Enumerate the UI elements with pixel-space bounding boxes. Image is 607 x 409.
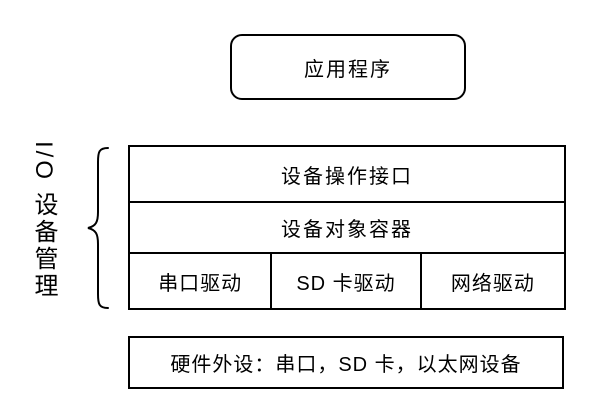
driver-network: 网络驱动 (422, 254, 564, 308)
layer-label: 设备操作接口 (281, 165, 413, 188)
curly-brace (87, 147, 109, 309)
driver-sdcard: SD 卡驱动 (270, 254, 422, 308)
application-box: 应用程序 (230, 34, 466, 100)
layer-device-object-container: 设备对象容器 (130, 201, 564, 252)
hardware-label: 硬件外设：串口，SD 卡，以太网设备 (170, 354, 522, 376)
driver-label: 网络驱动 (450, 272, 535, 295)
io-stack: 设备操作接口 设备对象容器 串口驱动 SD 卡驱动 网络驱动 (128, 145, 566, 310)
driver-row: 串口驱动 SD 卡驱动 网络驱动 (130, 252, 564, 308)
hardware-box: 硬件外设：串口，SD 卡，以太网设备 (128, 336, 564, 389)
layer-label: 设备对象容器 (281, 219, 413, 241)
application-label: 应用程序 (304, 58, 392, 81)
driver-serial: 串口驱动 (130, 254, 270, 308)
layer-device-operation-interface: 设备操作接口 (130, 147, 564, 201)
driver-label: 串口驱动 (158, 272, 243, 295)
io-management-vertical-label: I/O 设备管理 (30, 141, 57, 300)
driver-label: SD 卡驱动 (296, 272, 396, 295)
